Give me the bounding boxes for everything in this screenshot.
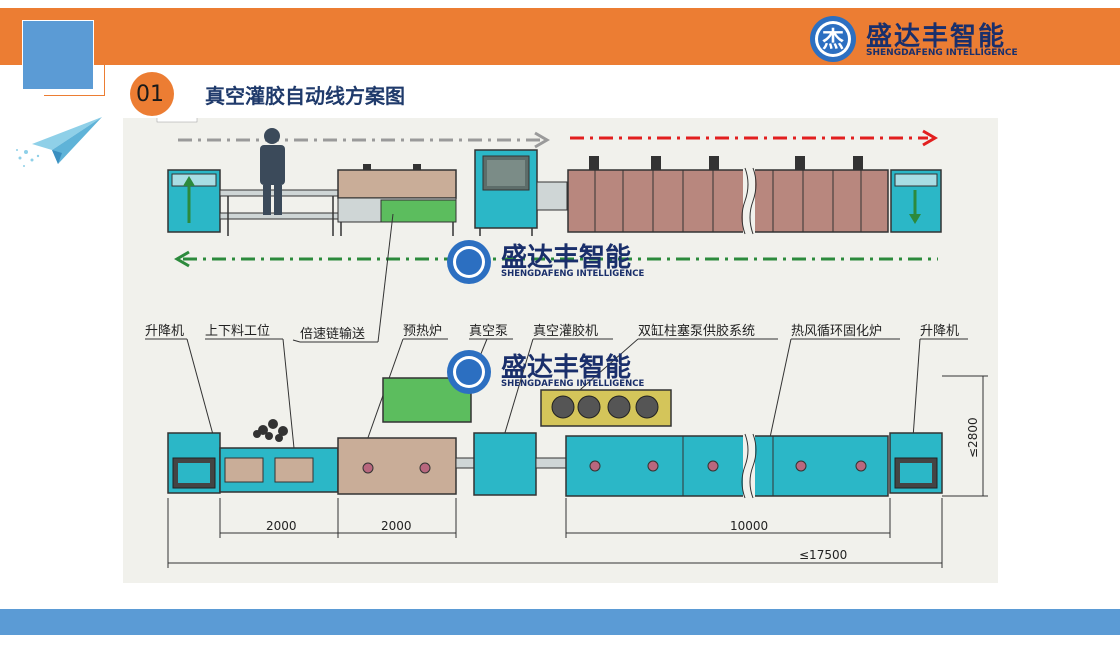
label-curing-oven: 热风循环固化炉: [791, 324, 882, 339]
brand-logo-icon: 杰: [810, 16, 856, 62]
watermark-2-en: SHENGDAFENG INTELLIGENCE: [501, 379, 644, 389]
watermark-2-cn: 盛达丰智能: [501, 352, 631, 383]
top-potting-machine: [473, 432, 537, 496]
watermark-1-en: SHENGDAFENG INTELLIGENCE: [501, 269, 644, 279]
dim-total: ≤17500: [799, 548, 847, 562]
label-loading-station: 上下料工位: [205, 324, 270, 339]
side-preheat-oven: [337, 169, 457, 199]
flow-arrow-gray-head: [534, 131, 550, 149]
brand: 杰 盛达丰智能 SHENGDAFENG INTELLIGENCE: [808, 12, 1108, 62]
label-speed-chain: 倍速链输送: [300, 326, 365, 342]
label-lift-left: 升降机: [145, 324, 184, 339]
watermark-1: 盛达丰智能 SHENGDAFENG INTELLIGENCE: [447, 240, 644, 284]
label-plunger-pump: 双缸柱塞泵供胶系统: [638, 323, 755, 339]
parts-pile: [253, 419, 288, 442]
brand-name-cn: 盛达丰智能: [866, 22, 1007, 52]
dim-2000-a: 2000: [266, 519, 297, 533]
section-title: 真空灌胶自动线方案图: [205, 84, 405, 108]
footer-band: [0, 609, 1120, 635]
label-vacuum-pump: 真空泵: [469, 324, 508, 339]
operator-figure: [260, 128, 285, 215]
label-preheat-oven: 预热炉: [403, 324, 442, 339]
decor-square-outline: [44, 40, 105, 96]
dimension-lines: [167, 375, 988, 568]
dim-height: ≤2800: [966, 417, 980, 458]
watermark-1-cn: 盛达丰智能: [501, 242, 631, 273]
paper-plane-icon: [16, 117, 102, 167]
line-diagram: 盛达丰智能 SHENGDAFENG INTELLIGENCE 升降机 上下料工位…: [145, 115, 988, 568]
dim-2000-b: 2000: [381, 519, 412, 533]
brand-name-en: SHENGDAFENG INTELLIGENCE: [866, 48, 1018, 58]
production-line-drawing: 盛达丰智能 SHENGDAFENG INTELLIGENCE 升降机 上下料工位…: [123, 115, 998, 583]
flow-arrow-red-head: [922, 129, 938, 147]
side-curing-oven: [567, 169, 889, 233]
brand-logo-char: 杰: [822, 28, 844, 53]
watermark-2: 盛达丰智能 SHENGDAFENG INTELLIGENCE: [447, 350, 644, 394]
section-number-badge: 01: [130, 72, 174, 116]
section-number: 01: [136, 82, 164, 107]
dim-10000: 10000: [730, 519, 768, 533]
label-vacuum-potting: 真空灌胶机: [533, 323, 598, 339]
header-band: [0, 8, 1120, 65]
corner-tag: [156, 115, 198, 123]
flow-arrow-green-head: [174, 250, 190, 268]
top-curing-oven: [565, 435, 889, 497]
decor-blue-square: [22, 20, 94, 90]
label-lift-right: 升降机: [920, 324, 959, 339]
top-preheat-oven: [337, 437, 457, 495]
